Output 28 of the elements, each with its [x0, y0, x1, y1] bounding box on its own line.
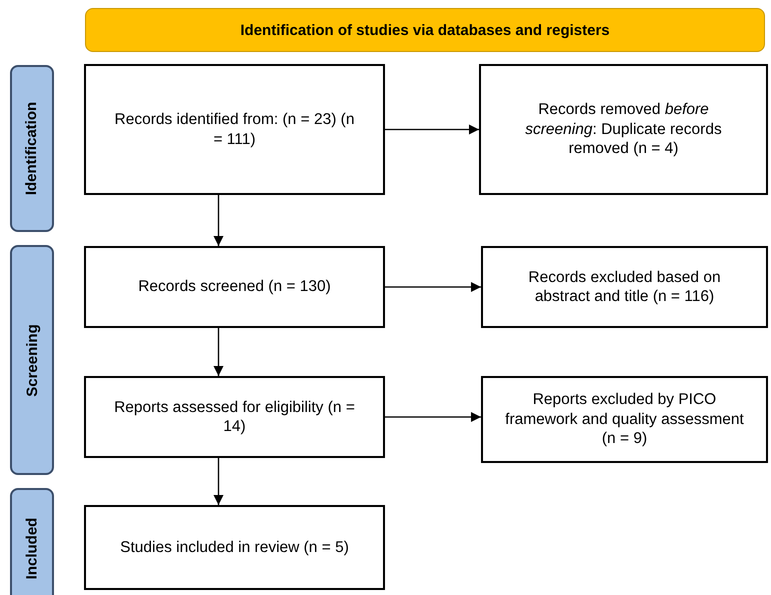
phase-label: Identification [24, 102, 40, 196]
process-box [481, 376, 768, 463]
arrow [214, 195, 224, 246]
phase-band [10, 488, 54, 595]
arrow [385, 124, 479, 134]
box-text: Records screened (n = 130) [138, 277, 331, 297]
phase-label: Included [24, 517, 40, 579]
phase-band [10, 245, 54, 475]
box-text: Reports assessed for eligibility (n = 14) [113, 398, 356, 436]
box-text: Records excluded based on abstract and title (n = 116) [527, 268, 722, 306]
box-text: Records identified from: (n = 23) (n = 111) [114, 110, 356, 149]
process-box [481, 246, 768, 328]
arrow [214, 328, 224, 376]
phase-band [10, 65, 54, 232]
phase-banner [85, 8, 765, 52]
arrow [214, 458, 224, 505]
process-box [84, 64, 385, 195]
process-box [479, 64, 768, 195]
process-box [84, 376, 385, 458]
arrow [385, 412, 481, 422]
phase-label: Screening [24, 324, 40, 396]
process-box [84, 505, 385, 590]
process-box [84, 246, 385, 328]
box-text: Records removed before screening: Duplicate records removed (n = 4) [524, 100, 723, 159]
phase-label: Identification of studies via databases and registers [240, 22, 610, 38]
arrow [385, 282, 481, 292]
box-text: Studies included in review (n = 5) [120, 538, 349, 558]
box-text: Reports excluded by PICO framework and quality assessment (n = 9) [505, 390, 744, 449]
